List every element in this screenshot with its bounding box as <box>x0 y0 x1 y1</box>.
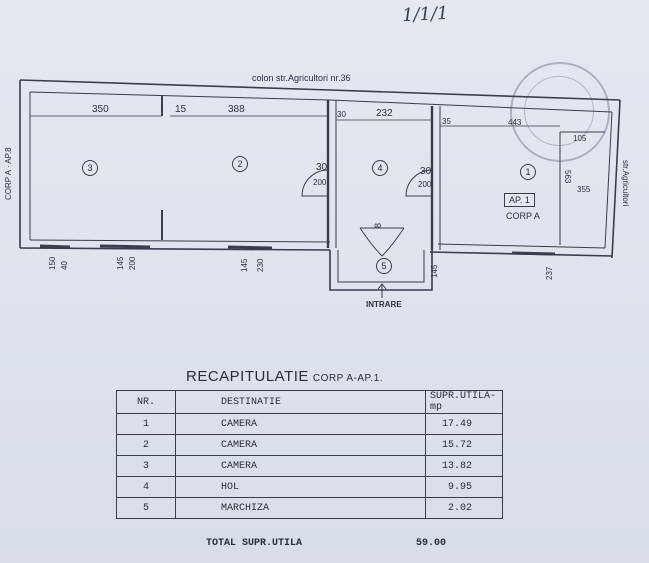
dim-bottom-237: 237 <box>545 266 554 280</box>
recap-subtitle: CORP A-AP.1. <box>312 373 384 384</box>
entry-door-right <box>381 227 405 257</box>
floor-plan-drawing <box>19 79 621 298</box>
recap-title-text: RECAPITULATIE <box>186 368 309 385</box>
side-label-right: str.Agricultori <box>621 160 630 207</box>
dim-bottom-145: 145 <box>116 256 125 270</box>
dim-bottom-40: 40 <box>60 261 69 270</box>
table-row: 2 CAMERA 15.72 <box>116 434 503 456</box>
cell-nr: 3 <box>116 455 176 477</box>
cell-nr: 1 <box>116 413 176 435</box>
dim-door-200a: 200 <box>313 178 327 187</box>
dim-right-355: 355 <box>577 185 591 194</box>
dim-15: 15 <box>175 104 187 115</box>
dim-bottom-145c: 145 <box>430 264 439 278</box>
cell-area: 15.72 <box>425 434 503 456</box>
cell-destination: CAMERA <box>175 434 426 456</box>
room-number-2: 2 <box>232 156 248 172</box>
table-row: 1 CAMERA 17.49 <box>116 413 503 435</box>
official-stamp <box>510 62 610 162</box>
outer-wall-bottom <box>19 247 331 251</box>
cell-nr: 5 <box>116 497 176 519</box>
dim-350: 350 <box>92 104 109 115</box>
street-label: colon str.Agricultori nr.36 <box>252 73 351 83</box>
side-label-left: CORP A · AP.8 <box>4 147 13 200</box>
cell-destination: CAMERA <box>175 455 426 477</box>
cell-area: 2.02 <box>425 497 503 519</box>
cell-destination: HOL <box>175 476 426 498</box>
dim-30-top: 30 <box>337 110 346 119</box>
room-number-1: 1 <box>520 164 536 180</box>
dim-entry-width: 8 <box>373 222 383 228</box>
cell-destination: MARCHIZA <box>175 497 426 519</box>
recap-header-row: NR. DESTINATIE SUPR.UTILA-mp <box>116 390 503 414</box>
dim-right-563: 563 <box>563 170 572 184</box>
dim-door-30a: 30 <box>316 162 328 173</box>
room-number-4: 4 <box>372 160 388 176</box>
door-swing-room2 <box>301 169 329 197</box>
room-number-3: 3 <box>82 160 98 176</box>
cell-nr: 4 <box>116 476 176 498</box>
dim-bottom-150: 150 <box>48 256 57 270</box>
cell-destination: CAMERA <box>175 413 426 435</box>
cell-area: 9.95 <box>425 476 503 498</box>
total-label: TOTAL SUPR.UTILA <box>206 538 303 549</box>
dim-232: 232 <box>376 108 393 119</box>
dim-388: 388 <box>228 104 245 115</box>
entry-door-left <box>359 227 383 257</box>
dim-bottom-145b: 145 <box>240 258 249 272</box>
cell-area: 17.49 <box>425 413 503 435</box>
header-area: SUPR.UTILA-mp <box>425 390 503 414</box>
header-destination: DESTINATIE <box>175 390 426 414</box>
cell-area: 13.82 <box>425 455 503 477</box>
dim-bottom-230: 230 <box>256 258 265 272</box>
entry-vestibule <box>329 250 433 291</box>
outer-wall-right <box>611 99 621 259</box>
dim-35: 35 <box>442 117 451 126</box>
table-row: 5 MARCHIZA 2.02 <box>116 497 503 519</box>
entry-label: INTRARE <box>366 300 402 309</box>
dim-door-200b: 200 <box>418 180 432 189</box>
total-value: 59.00 <box>416 538 447 549</box>
dim-door-30b: 30 <box>420 166 432 177</box>
recap-table: NR. DESTINATIE SUPR.UTILA-mp 1 CAMERA 17… <box>116 390 503 519</box>
door-swing-room4 <box>405 169 433 197</box>
header-nr: NR. <box>116 390 176 414</box>
cell-nr: 2 <box>116 434 176 456</box>
corp-label: CORP A <box>506 211 540 221</box>
table-row: 4 HOL 9.95 <box>116 476 503 498</box>
entry-arrow <box>377 283 387 298</box>
dim-bottom-200: 200 <box>128 256 137 270</box>
table-row: 3 CAMERA 13.82 <box>116 455 503 477</box>
ap-label: AP. 1 <box>504 193 535 207</box>
room-number-5: 5 <box>376 258 392 274</box>
